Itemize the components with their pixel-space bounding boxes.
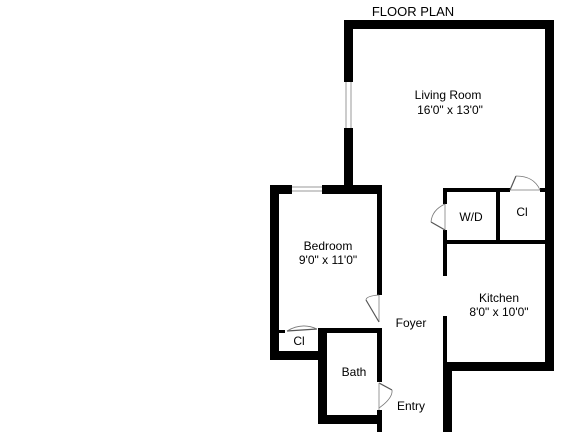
wall-living-left-upper [344, 20, 353, 82]
room-label-bedroom: Bedroom [304, 239, 353, 253]
door-wd [430, 203, 446, 231]
wall-bath-top [318, 328, 382, 333]
room-label-wd: W/D [459, 210, 483, 224]
room-label-closet-living: Cl [516, 205, 527, 219]
wall-kitchen-bottom [443, 362, 554, 371]
wall-bath-left [318, 328, 327, 424]
window-living-left [345, 82, 352, 128]
wall-wd-divider [496, 188, 500, 244]
wall-closet-bedroom-top-left [279, 330, 285, 333]
door-closet-bedroom [286, 325, 318, 332]
room-label-kitchen: Kitchen [479, 291, 519, 305]
wall-kitchen-stub [443, 362, 452, 432]
wall-kitchen-left-lower [443, 316, 447, 366]
room-label-foyer: Foyer [396, 316, 427, 330]
door-closet-living [509, 175, 541, 191]
wall-living-top [344, 20, 554, 29]
wall-bath-right-upper [377, 328, 382, 382]
wall-wd-left-upper [443, 188, 447, 204]
room-label-bath: Bath [342, 365, 367, 379]
wall-wd-left-lower [443, 230, 447, 248]
plan-title: FLOOR PLAN [372, 4, 454, 19]
wall-living-right [545, 20, 554, 370]
room-label-closet-bedroom: Cl [293, 334, 304, 348]
room-size-bedroom: 9'0" x 11'0" [299, 253, 357, 267]
wall-kitchen-left-upper [443, 244, 447, 276]
room-size-living: 16'0" x 13'0" [417, 103, 483, 117]
room-size-kitchen: 8'0" x 10'0" [469, 305, 528, 319]
door-bath [378, 382, 393, 410]
window-bedroom-top [292, 186, 322, 192]
door-bedroom [365, 294, 380, 323]
room-label-entry: Entry [397, 399, 425, 413]
wall-bedroom-top-left [270, 185, 292, 194]
wall-living-left-lower [344, 128, 353, 188]
wall-bedroom-bottom [270, 351, 327, 360]
wall-bedroom-top-right [322, 185, 382, 194]
wall-bedroom-left [270, 185, 279, 360]
wall-bedroom-right-upper [377, 185, 382, 295]
room-label-living: Living Room [415, 88, 482, 102]
wall-bath-bottom [318, 415, 382, 424]
wall-entry-post [377, 410, 382, 432]
